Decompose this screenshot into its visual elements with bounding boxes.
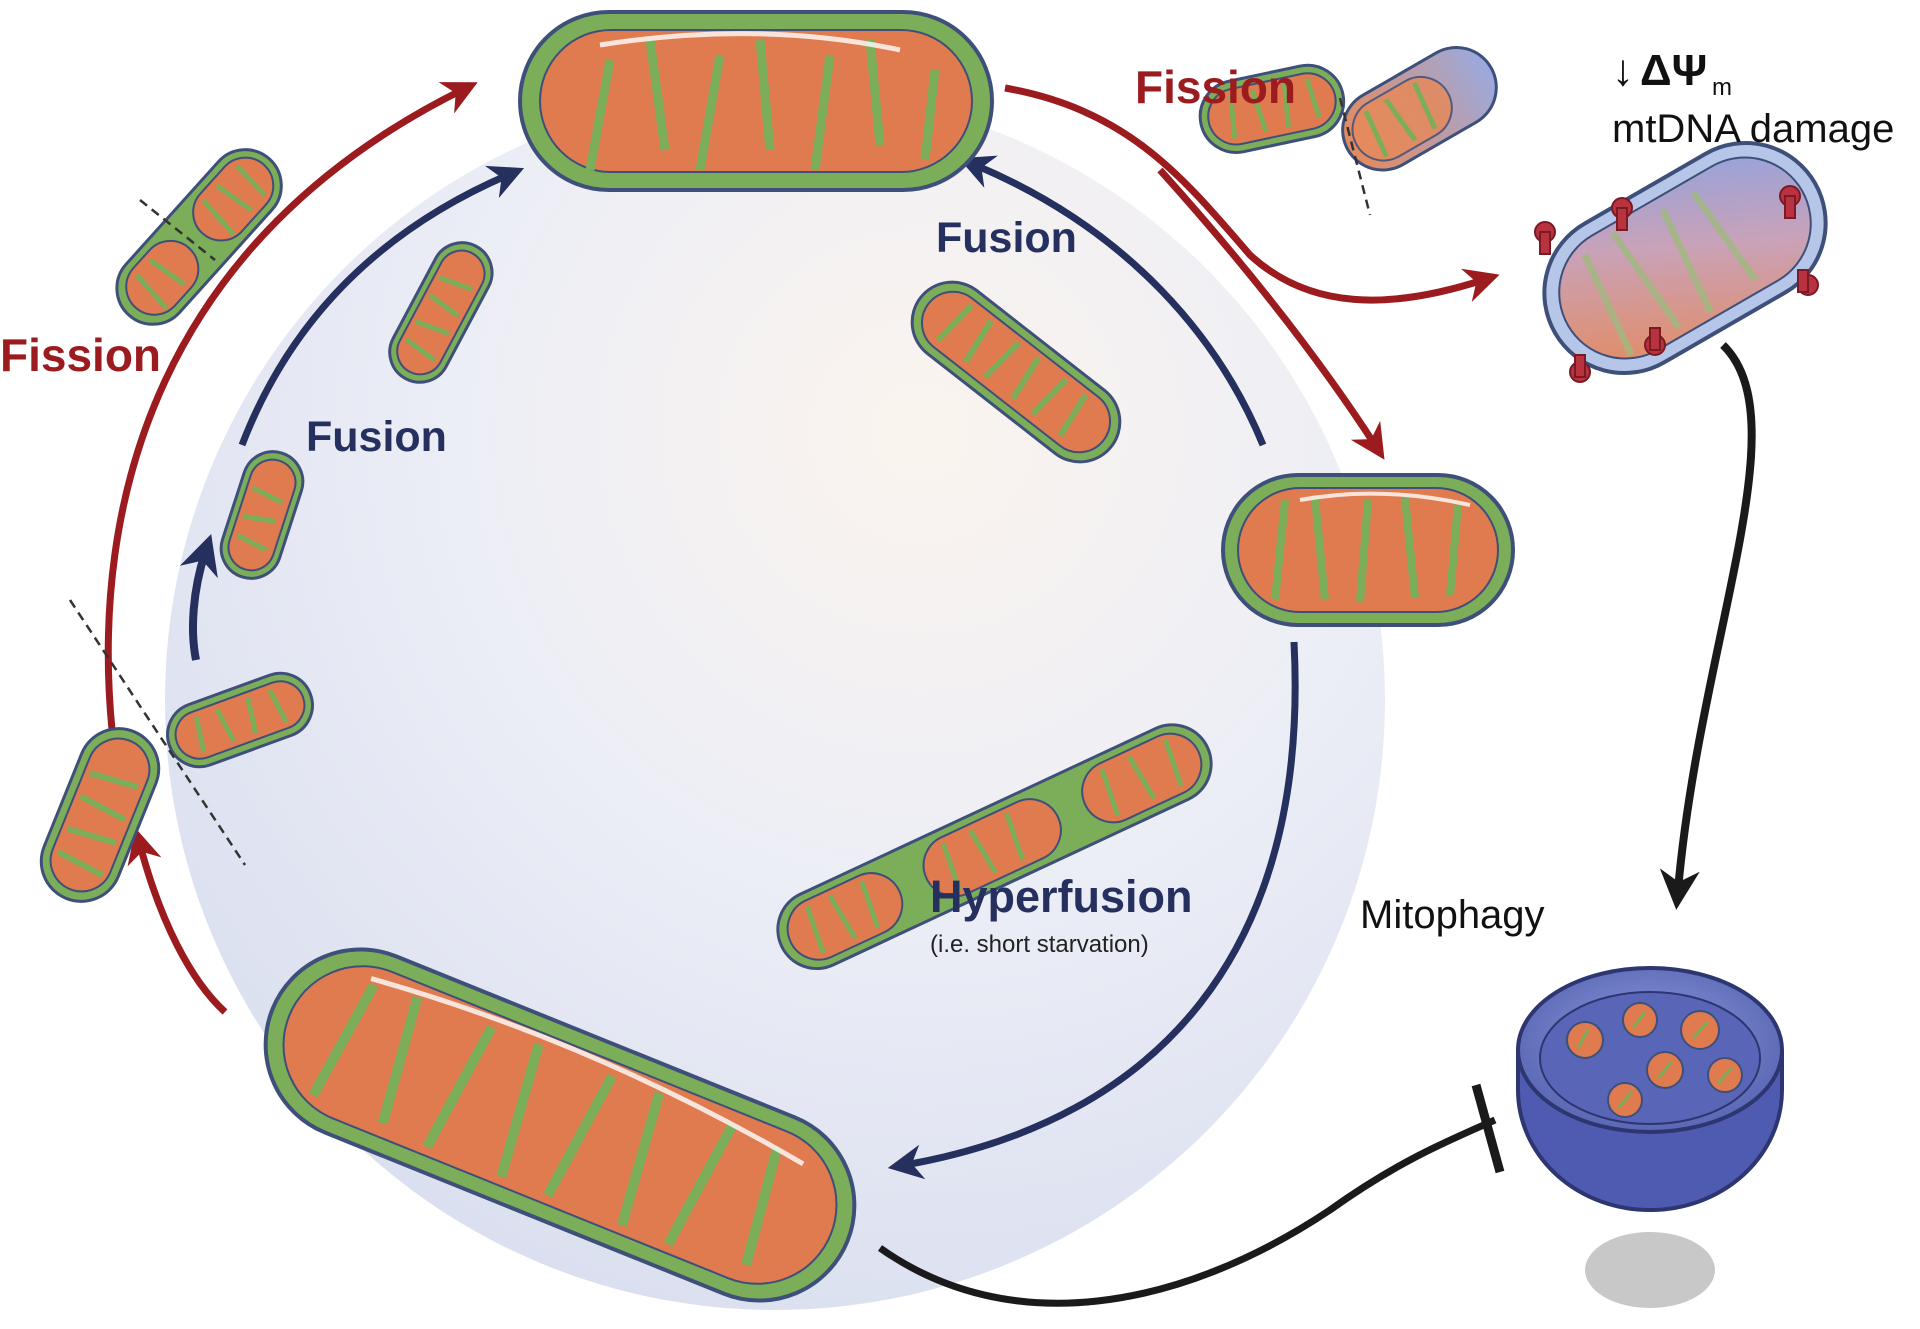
fission-cut-line-left bbox=[139, 199, 216, 261]
damage-markers bbox=[1534, 185, 1819, 383]
mitophagy-arrow bbox=[1659, 342, 1756, 910]
fission-cut-line-top-right bbox=[1338, 97, 1372, 216]
mitochondrion-bottom-large bbox=[263, 947, 857, 1303]
mitochondrion-left-small bbox=[219, 450, 305, 580]
label-mitophagy: Mitophagy bbox=[1360, 893, 1545, 937]
lysosome bbox=[1516, 966, 1784, 1308]
fusion-arrow-left-short bbox=[179, 533, 218, 661]
fission-arrow-top-right-down bbox=[1157, 167, 1385, 460]
label-fusion-right: Fusion bbox=[936, 214, 1077, 262]
fusion-arrow-left-long bbox=[238, 165, 525, 447]
hyperfusion-arrow bbox=[887, 641, 1299, 1180]
mitochondrion-top-right-dividing bbox=[1198, 46, 1498, 172]
label-membrane-potential: ↓ ΔΨ m bbox=[1612, 46, 1732, 101]
label-fission-left: Fission bbox=[0, 329, 161, 381]
fission-cut-line-bottom-left bbox=[68, 599, 247, 866]
mitochondrion-right-middle bbox=[1221, 473, 1515, 627]
mitochondrion-left-fission bbox=[115, 148, 283, 326]
label-fusion-left: Fusion bbox=[306, 413, 447, 461]
label-mtdna-damage: mtDNA damage bbox=[1612, 107, 1894, 151]
membrane-potential-arrow: ↓ bbox=[1612, 46, 1634, 95]
inhibition-bar bbox=[1471, 1083, 1505, 1174]
mitochondrion-left-fusion-a bbox=[388, 241, 494, 384]
label-hyperfusion: Hyperfusion bbox=[930, 871, 1193, 922]
fission-arrow-bottom-left bbox=[127, 828, 228, 1015]
mitochondrion-right-fusion bbox=[910, 280, 1122, 464]
membrane-potential-symbol: ΔΨ bbox=[1640, 46, 1707, 95]
mitochondrion-damaged bbox=[1542, 141, 1828, 375]
mitochondrion-top bbox=[518, 10, 994, 192]
label-fission-top-right: Fission bbox=[1135, 61, 1296, 113]
fission-arrow-left-large bbox=[104, 82, 478, 731]
fusion-arrow-right bbox=[958, 155, 1267, 447]
membrane-potential-subscript: m bbox=[1712, 74, 1732, 101]
fission-arrow-top-right-branch bbox=[1004, 84, 1500, 304]
mitophagy-inhibition-line bbox=[877, 1116, 1497, 1307]
mitochondrion-hyperfusion-chain bbox=[776, 723, 1213, 971]
label-hyperfusion-note: (i.e. short starvation) bbox=[930, 931, 1149, 958]
mitochondrion-left-dividing bbox=[39, 671, 314, 903]
